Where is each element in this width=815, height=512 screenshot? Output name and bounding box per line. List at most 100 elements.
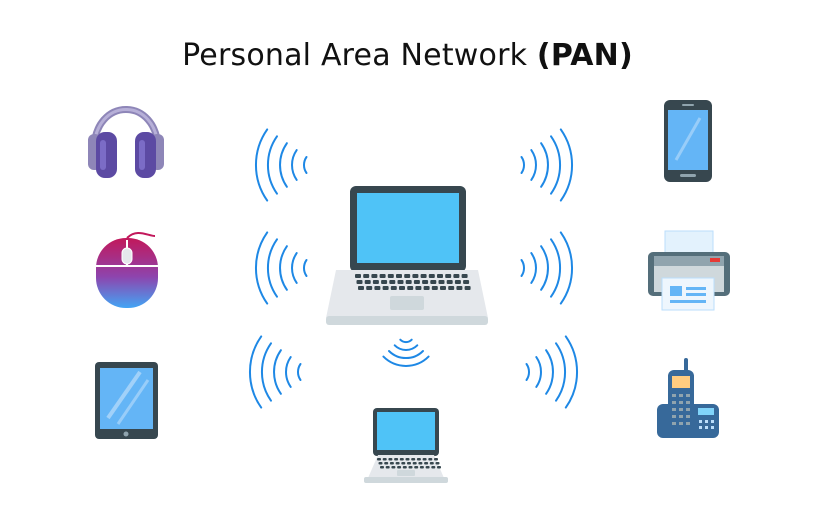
title-emphasis: (PAN) [536, 38, 633, 73]
keyboard-key [435, 462, 440, 465]
headphones-icon [88, 106, 164, 178]
keyboard-key [379, 274, 386, 278]
tablet-icon [95, 362, 158, 439]
signal-arc [273, 349, 282, 395]
signal-arc [254, 128, 269, 202]
keyboard-key [431, 466, 436, 469]
keyboard-key [437, 466, 441, 469]
signal-arc [535, 356, 542, 388]
keyboard-key [412, 274, 419, 278]
keyboard-key [437, 274, 443, 278]
keyboard-key [382, 286, 389, 290]
keyboard-key [381, 280, 388, 284]
keyboard-key [428, 458, 433, 461]
keyboard-key [456, 286, 463, 290]
signal-arc [267, 238, 278, 298]
signal-arc [279, 142, 288, 188]
keyboard-key [434, 458, 438, 461]
keyboard-key [384, 462, 389, 465]
keyboard-key [374, 286, 381, 290]
signal-arc [559, 231, 574, 305]
keyboard-key [389, 462, 394, 465]
signal-arc [530, 149, 537, 181]
keyboard-key [390, 286, 397, 290]
signal-arc [254, 231, 269, 305]
signal-arc [382, 355, 430, 367]
keyboard-key [461, 274, 468, 278]
keyboard-key [413, 280, 420, 284]
keyboard-key [464, 286, 471, 290]
cordless-phone-icon [657, 358, 719, 438]
mouse-icon [96, 231, 158, 308]
keyboard-key [380, 466, 384, 469]
keyboard-key [446, 280, 453, 284]
keyboard-key [389, 280, 396, 284]
keyboard-key [394, 458, 399, 461]
keyboard-key [454, 280, 461, 284]
keyboard-key [463, 280, 470, 284]
keyboard-key [366, 286, 373, 290]
keyboard-key [395, 462, 400, 465]
keyboard-key [430, 280, 437, 284]
signal-arc [545, 349, 554, 395]
signal-arc [285, 356, 292, 388]
keyboard-key [382, 458, 387, 461]
keyboard-key [372, 280, 379, 284]
keyboard-key [429, 462, 434, 465]
keyboard-key [411, 458, 416, 461]
keyboard-key [425, 466, 430, 469]
signal-arc [248, 335, 263, 409]
signal-arc [540, 142, 549, 188]
keyboard-key [424, 462, 429, 465]
keyboard-key [418, 462, 423, 465]
keyboard-key [416, 458, 421, 461]
signal-arc [388, 350, 424, 360]
keyboard-key [408, 466, 413, 469]
keyboard-key [415, 286, 422, 290]
signal-arc [564, 335, 579, 409]
title-text: Personal Area Network [182, 38, 537, 73]
keyboard-key [407, 286, 414, 290]
keyboard-key [453, 274, 460, 278]
keyboard-key [385, 466, 390, 469]
keyboard-key [355, 274, 361, 278]
signal-arc [520, 156, 526, 174]
keyboard-key [404, 274, 411, 278]
signal-arc [261, 342, 272, 402]
keyboard-key [399, 286, 405, 290]
signal-arc [279, 245, 288, 291]
keyboard-key [423, 286, 430, 290]
keyboard-key [371, 274, 378, 278]
keyboard-key [363, 274, 370, 278]
keyboard-key [448, 286, 455, 290]
keyboard-key [399, 458, 404, 461]
signal-arc [302, 156, 308, 174]
keyboard-key [356, 280, 363, 284]
keyboard-key [412, 462, 417, 465]
signal-arc [550, 238, 561, 298]
keyboard-key [438, 280, 445, 284]
keyboard-key [387, 274, 394, 278]
keyboard-key [422, 280, 429, 284]
signal-arc [399, 338, 413, 344]
keyboard-key [401, 462, 406, 465]
keyboard-key [422, 458, 427, 461]
signal-arc [296, 363, 302, 381]
signal-arc [520, 259, 526, 277]
signal-arc [291, 149, 298, 181]
keyboard-key [405, 280, 412, 284]
signal-arc [555, 342, 566, 402]
keyboard-key [377, 458, 381, 461]
laptop-icon [326, 186, 488, 325]
signal-arc [302, 259, 308, 277]
printer-icon [648, 230, 730, 311]
keyboard-key [414, 466, 419, 469]
keyboard-key [397, 280, 404, 284]
signal-arc [267, 135, 278, 195]
keyboard-key [402, 466, 407, 469]
keyboard-key [397, 466, 402, 469]
keyboard-key [378, 462, 383, 465]
signal-arc [540, 245, 549, 291]
keyboard-key [420, 274, 427, 278]
